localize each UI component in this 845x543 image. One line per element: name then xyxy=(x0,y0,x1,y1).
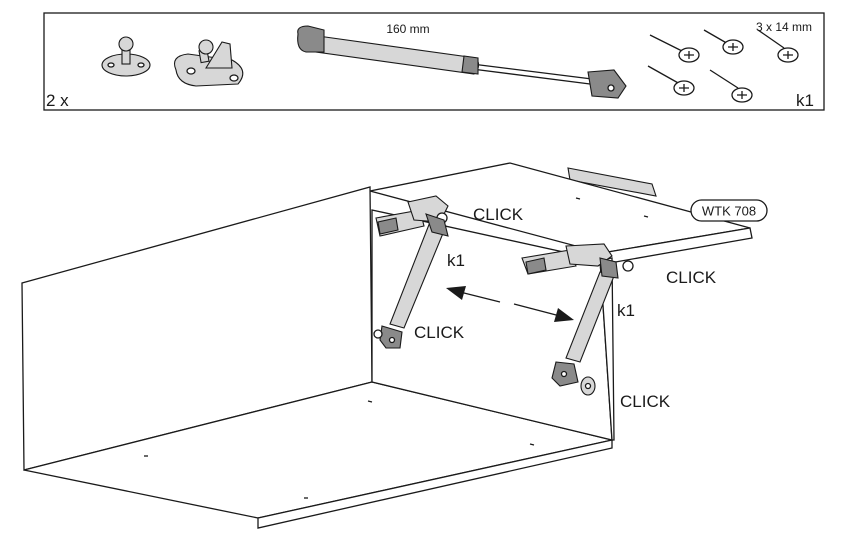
screw-1-icon xyxy=(649,34,700,63)
panel-code-callout: WTK 708 xyxy=(690,199,768,222)
panel-code-label: WTK 708 xyxy=(702,204,756,219)
screw-size-label: 3 x 14 mm xyxy=(756,20,812,34)
parts-box: 160 mm 3 x 14 mm xyxy=(43,12,825,111)
screw-2-icon xyxy=(703,29,744,55)
gas-strut-icon: 160 mm xyxy=(297,22,627,99)
quantity-label: 2 x xyxy=(46,91,69,110)
strut-length-label: 160 mm xyxy=(386,22,429,36)
screw-5-icon xyxy=(709,69,753,103)
ball-stud-round-base-icon xyxy=(101,36,151,77)
gas-strut-left-icon xyxy=(373,213,449,349)
click-label-2: CLICK xyxy=(666,268,717,287)
strut-label-right: k1 xyxy=(617,301,635,320)
click-label-1: CLICK xyxy=(473,205,524,224)
screw-3-icon xyxy=(757,29,799,63)
strut-label-left: k1 xyxy=(447,251,465,270)
insert-arrow-left-icon xyxy=(446,286,501,303)
gas-strut-right-icon xyxy=(551,257,619,396)
cabinet-assembly: CLICK CLICK CLICK CLICK k1 k1 WTK 708 xyxy=(21,162,768,529)
click-label-3: CLICK xyxy=(414,323,465,342)
part-code-label: k1 xyxy=(796,91,814,110)
screws-icon: 3 x 14 mm xyxy=(647,20,812,103)
top-panel xyxy=(369,162,753,265)
insert-arrow-right-icon xyxy=(513,303,574,322)
hinge-left-icon xyxy=(375,195,449,237)
click-label-4: CLICK xyxy=(620,392,671,411)
ball-stud-bracket-icon xyxy=(173,39,244,87)
parts-box-frame xyxy=(43,12,825,111)
panel-rail xyxy=(567,167,657,197)
screw-4-icon xyxy=(647,65,695,96)
